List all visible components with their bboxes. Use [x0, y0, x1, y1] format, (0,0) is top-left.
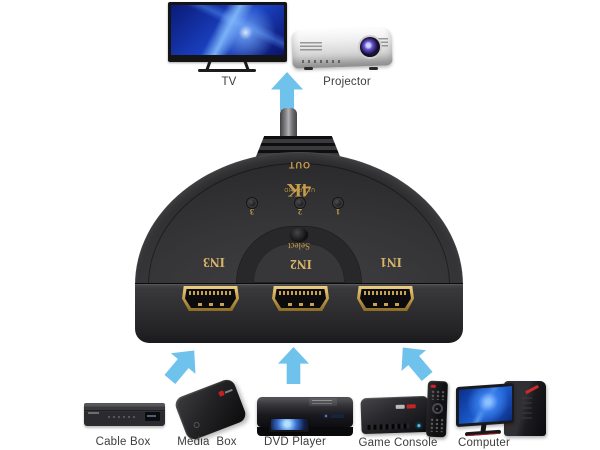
hdmi-port-pins [279, 291, 322, 295]
brand-logo-ultrahd: ULTRAHD [283, 186, 315, 193]
arrow-from-game-console [391, 337, 440, 387]
projector-vents [374, 38, 388, 48]
arrow-from-media-box [158, 340, 207, 390]
hdmi-port-pin [373, 303, 377, 306]
computer-illustration [456, 379, 546, 439]
hdmi-port-pin [395, 303, 399, 306]
remote-power-button [430, 384, 436, 388]
media-box-illustration [173, 377, 248, 442]
hdmi-port-pin [209, 303, 213, 306]
game-console-brand-accent [406, 404, 416, 409]
dvd-player-brand [309, 398, 337, 406]
media-box-body [173, 377, 248, 442]
cable-box-buttons [108, 416, 138, 418]
out-label: OUT [288, 160, 310, 170]
dvd-player-display [331, 414, 344, 418]
led-indicator-2 [295, 198, 305, 208]
port-label-in2: IN2 [290, 257, 312, 272]
tv-illustration [168, 2, 287, 73]
arrow-up-to-outputs [271, 72, 303, 111]
indicator-number-3: 3 [249, 207, 255, 217]
cable-box-body [84, 403, 165, 426]
dvd-disc-art [271, 419, 307, 430]
remote-control [426, 380, 448, 438]
projector-foot [304, 67, 313, 70]
media-box-ring-logo [192, 421, 201, 429]
projector-foot [369, 67, 378, 70]
port-label-in1: IN1 [380, 255, 402, 270]
remote-dpad [431, 402, 443, 415]
projector-label: Projector [323, 76, 371, 88]
dvd-player-led [325, 415, 327, 417]
dvd-player-open-tray [269, 418, 309, 432]
port-label-in3: IN3 [203, 255, 225, 270]
hdmi-output-cable [280, 108, 297, 144]
led-indicator-1 [333, 198, 343, 208]
media-box-label: Media Box [177, 436, 237, 448]
tv-stand-base [198, 69, 256, 72]
cable-box-seam [84, 410, 165, 411]
media-box-logo-text [224, 388, 233, 394]
hdmi-port-pin [220, 303, 224, 306]
game-console-vents [367, 423, 410, 430]
arrow-from-dvd-player [278, 347, 309, 384]
game-console-brand [395, 404, 405, 409]
game-console-illustration [360, 380, 451, 438]
game-console-led [417, 424, 421, 428]
led-indicator-3 [247, 198, 257, 208]
dvd-player-label: DVD Player [263, 436, 327, 448]
projector-lens [360, 37, 380, 57]
game-console-label: Game Console [358, 437, 438, 449]
hdmi-port-pin [288, 303, 292, 306]
cable-box-illustration [84, 403, 165, 428]
select-button [290, 228, 308, 241]
select-label: Select [288, 241, 310, 251]
computer-label: Computer [457, 437, 511, 449]
cable-box-logo [88, 412, 99, 414]
projector-illustration [291, 27, 396, 70]
hdmi-port-in2 [272, 286, 329, 311]
hdmi-port-pins [189, 291, 232, 295]
hdmi-port-in1 [357, 286, 414, 311]
tv-label: TV [221, 76, 237, 88]
dvd-player-illustration [257, 394, 353, 436]
projector-detail-dots [302, 60, 344, 63]
hdmi-port-pin [310, 303, 314, 306]
hdmi-port-pins [364, 291, 407, 295]
cable-box-label: Cable Box [95, 436, 151, 448]
game-console-body [360, 395, 430, 435]
hdmi-port-pin [299, 303, 303, 306]
hdmi-port-in3 [182, 286, 239, 311]
computer-tower-vents [522, 397, 532, 421]
hdmi-port-pin [198, 303, 202, 306]
tv-screen [171, 5, 284, 55]
remote-button-grid [430, 389, 445, 401]
computer-monitor [456, 382, 514, 428]
projector-vents [300, 42, 322, 52]
hdmi-port-pin [384, 303, 388, 306]
computer-monitor-base [465, 429, 501, 437]
remote-button-grid [429, 417, 444, 433]
indicator-number-1: 1 [335, 207, 341, 217]
indicator-number-2: 2 [297, 207, 303, 217]
cable-box-display [145, 412, 160, 421]
computer-screen [458, 385, 512, 424]
